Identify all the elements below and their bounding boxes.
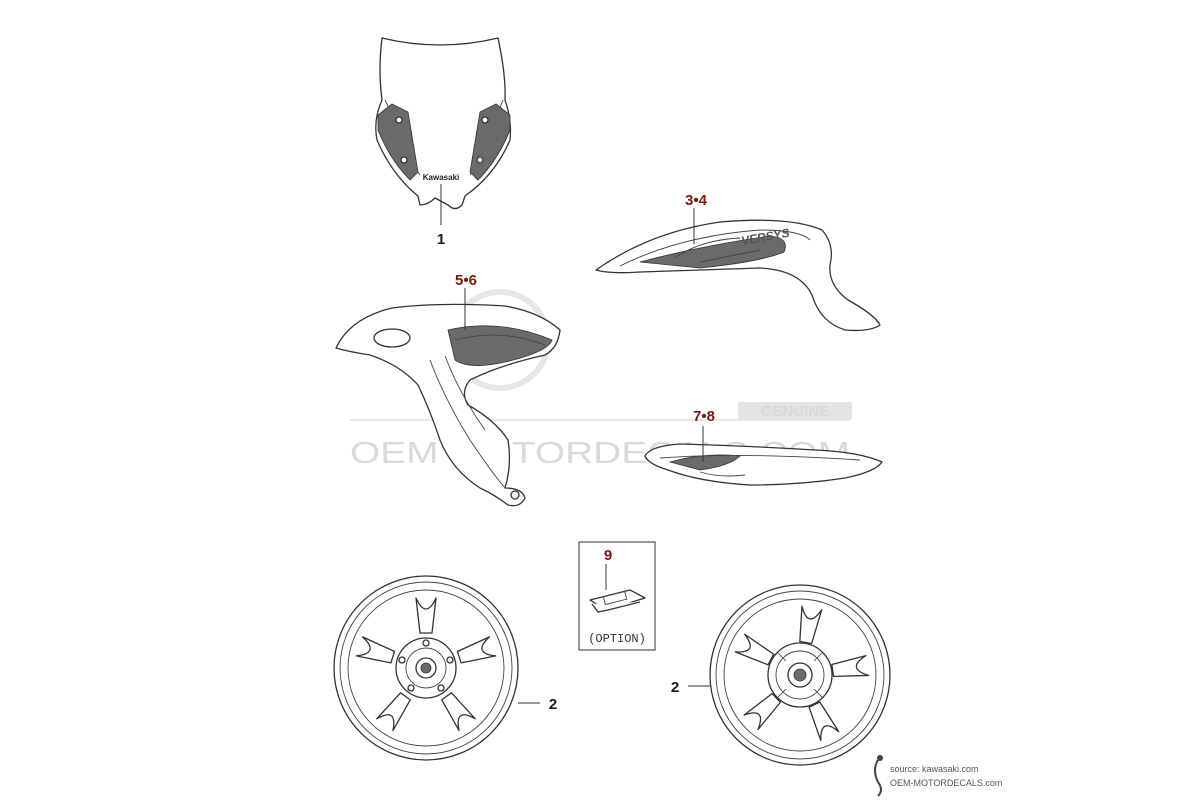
callout-tail-piece: 7•8 [693,408,715,425]
callout-tank-cover: 3•4 [685,192,708,209]
front-wheel-part [709,584,891,766]
source-credit: source: kawasaki.com OEM-MOTORDECALS.com [874,755,1002,797]
option-label: (OPTION) [588,632,646,646]
source-site: OEM-MOTORDECALS.com [890,778,1002,788]
tank-cover-part: VERSYS [595,208,881,332]
callout-option-part: 9 [604,547,612,564]
callout-rear-wheel: 2 [549,696,557,713]
windscreen-part: Kawasaki [375,37,512,225]
rear-wheel-part [333,575,519,761]
watermark-genuine: GENUINE [761,403,829,420]
callout-front-wheel: 2 [671,679,679,696]
gecko-logo-icon [874,755,883,797]
side-fairing-part [335,288,561,507]
option-box: 9 (OPTION) [578,541,656,651]
windscreen-brand-decal: Kawasaki [423,173,459,182]
source-text: source: kawasaki.com [890,764,979,774]
callout-side-fairing: 5•6 [455,272,477,289]
tail-piece-part [644,426,883,486]
option-clip-part [589,589,646,613]
callout-windscreen: 1 [437,231,445,248]
